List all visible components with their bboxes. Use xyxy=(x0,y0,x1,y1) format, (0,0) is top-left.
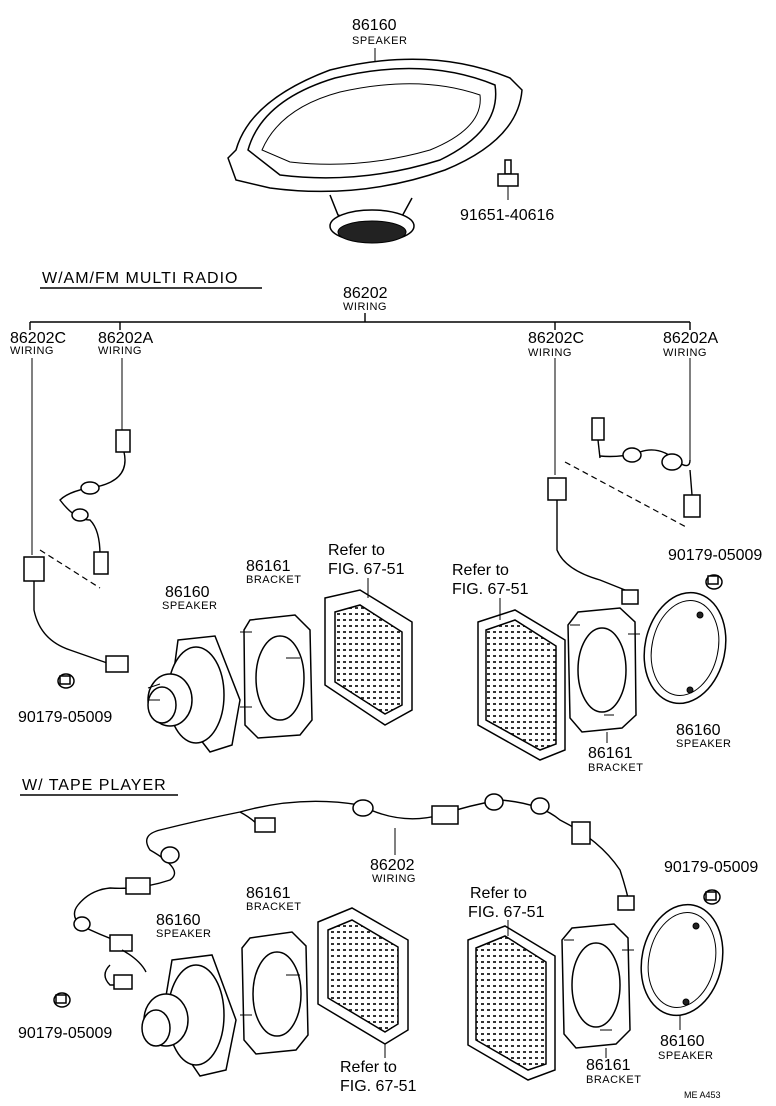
speaker-top-number: 86160 xyxy=(352,17,397,34)
bracket-mid-left-name: BRACKET xyxy=(246,574,301,586)
bracket-mid-right-number: 86161 xyxy=(588,745,633,762)
section-am-fm-title: W/AM/FM MULTI RADIO xyxy=(42,270,238,287)
wiring-c-left-number: 86202C xyxy=(10,330,66,347)
bracket-bot-left-number: 86161 xyxy=(246,885,291,902)
screw-bot-left-number: 90179-05009 xyxy=(18,1025,112,1042)
diagram-code: ME A453 xyxy=(684,1090,721,1100)
wiring-a-right-number: 86202A xyxy=(663,330,718,347)
speaker-mid-left-number: 86160 xyxy=(165,584,210,601)
speaker-bot-right-name: SPEAKER xyxy=(658,1050,713,1062)
refer-bot-right-fig: FIG. 67-51 xyxy=(468,904,545,921)
screw-bot-right-number: 90179-05009 xyxy=(664,859,758,876)
screw-mid-right-number: 90179-05009 xyxy=(668,547,762,564)
speaker-mid-left xyxy=(147,635,241,753)
wiring-harness-c-right xyxy=(547,358,689,605)
speaker-top-name: SPEAKER xyxy=(352,35,407,47)
speaker-bot-left-name: SPEAKER xyxy=(156,928,211,940)
bracket-bot-left xyxy=(240,931,309,1055)
refer-mid-right-text: Refer to xyxy=(452,562,509,579)
wiring-harness-a-left xyxy=(59,358,131,575)
grille-mid-right xyxy=(477,609,566,761)
bolt-top xyxy=(497,159,519,200)
grille-mid-left xyxy=(324,589,413,726)
speaker-mid-left-name: SPEAKER xyxy=(162,600,217,612)
wiring-a-right-name: WIRING xyxy=(663,347,707,359)
speaker-bot-left xyxy=(141,954,237,1077)
bracket-mid-right-name: BRACKET xyxy=(588,762,643,774)
wiring-c-right-name: WIRING xyxy=(528,347,572,359)
screw-mid-left-number: 90179-05009 xyxy=(18,709,112,726)
wiring-harness-a-right xyxy=(591,358,701,518)
refer-bot-right-text: Refer to xyxy=(470,885,527,902)
wiring-main-name: WIRING xyxy=(343,301,387,313)
bracket-mid-left-number: 86161 xyxy=(246,558,291,575)
section-tape-title: W/ TAPE PLAYER xyxy=(22,777,167,794)
wiring-c-left-name: WIRING xyxy=(10,345,54,357)
bracket-bot-right-number: 86161 xyxy=(586,1057,631,1074)
speaker-bot-right xyxy=(640,903,724,1017)
oval-speaker xyxy=(227,58,523,244)
screw-mid-right xyxy=(705,574,723,590)
speaker-bot-left-number: 86160 xyxy=(156,912,201,929)
screw-bot-left xyxy=(53,992,71,1008)
wiring-bottom-name: WIRING xyxy=(372,873,416,885)
bolt-top-number: 91651-40616 xyxy=(460,207,554,224)
wiring-harness-c-left xyxy=(23,358,129,673)
screw-mid-left xyxy=(57,673,75,689)
speaker-bot-right-number: 86160 xyxy=(660,1033,705,1050)
bracket-bot-left-name: BRACKET xyxy=(246,901,301,913)
screw-bot-right xyxy=(703,889,721,905)
speaker-mid-right xyxy=(643,591,727,705)
grille-bot-left xyxy=(317,907,409,1045)
speaker-mid-right-name: SPEAKER xyxy=(676,738,731,750)
bracket-mid-left xyxy=(240,614,313,739)
bracket-mid-right xyxy=(567,607,640,733)
wiring-a-left-name: WIRING xyxy=(98,345,142,357)
refer-mid-left-text: Refer to xyxy=(328,542,385,559)
refer-bot-left-text: Refer to xyxy=(340,1059,397,1076)
wiring-bottom-number: 86202 xyxy=(370,857,415,874)
wiring-a-left-number: 86202A xyxy=(98,330,153,347)
refer-mid-right-fig: FIG. 67-51 xyxy=(452,581,529,598)
wiring-harness-bottom xyxy=(73,793,635,990)
wiring-c-right-number: 86202C xyxy=(528,330,584,347)
bracket-bot-right xyxy=(561,923,634,1049)
speaker-mid-right-number: 86160 xyxy=(676,722,721,739)
wiring-main-number: 86202 xyxy=(343,285,388,302)
refer-bot-left-fig: FIG. 67-51 xyxy=(340,1078,417,1095)
bracket-bot-right-name: BRACKET xyxy=(586,1074,641,1086)
grille-bot-right xyxy=(467,925,556,1081)
refer-mid-left-fig: FIG. 67-51 xyxy=(328,561,405,578)
